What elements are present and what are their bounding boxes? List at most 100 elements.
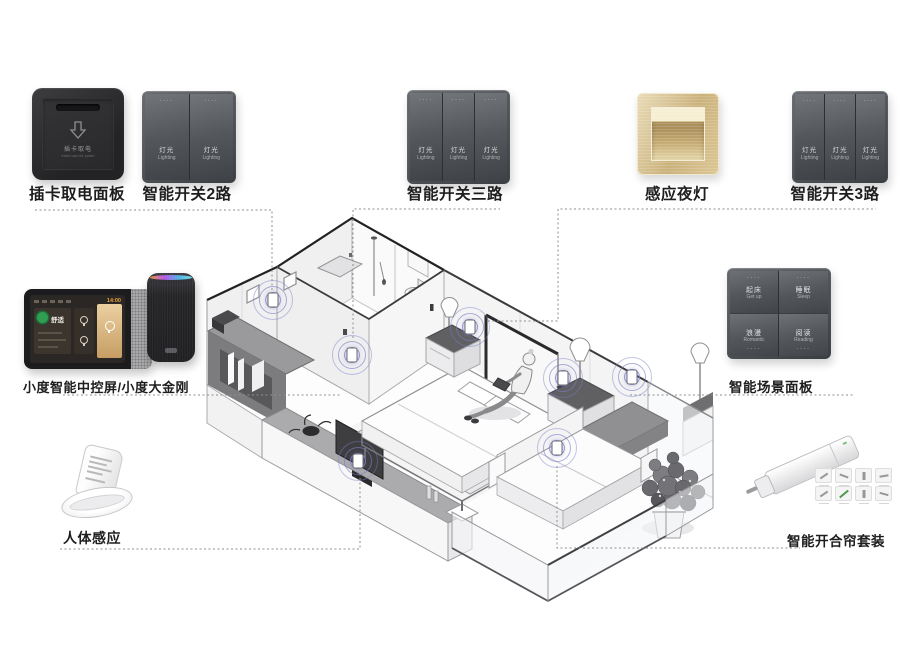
rocker-label-en: Lighting <box>157 155 176 162</box>
indicator-dots: ···· <box>159 98 174 104</box>
rocker-label-zh: 灯光 <box>832 146 848 154</box>
body-motion-sensor <box>56 443 140 528</box>
rocker-label-zh: 灯光 <box>862 146 878 154</box>
smart-switch-3gang-b: ···· 灯光 Lighting ···· 灯光 Lighting ···· 灯… <box>792 91 888 183</box>
accessory-part <box>835 468 852 486</box>
led-ring <box>150 275 192 280</box>
sensor-night-light <box>637 93 719 175</box>
speaker-top <box>149 278 193 287</box>
switch-rocker: ···· 灯光 Lighting <box>825 94 856 180</box>
mode-icon <box>37 312 48 323</box>
scene-label-zh: 阅读 <box>795 329 812 337</box>
indicator-dots: ···· <box>802 98 817 104</box>
smart-switch-3gang-a: ···· 灯光 Lighting ···· 灯光 Lighting ···· 灯… <box>407 90 510 184</box>
night-light-recess <box>651 107 705 161</box>
rocker-label-en: Lighting <box>202 155 220 162</box>
light-controls-card <box>74 308 94 354</box>
person <box>464 348 536 424</box>
switch-rocker: ···· 灯光 Lighting <box>145 94 190 180</box>
speaker-grille <box>131 289 152 369</box>
connector-lines <box>35 208 876 550</box>
card-panel-text-zh: 插卡取电 <box>63 147 92 153</box>
switch-rocker: ···· 灯光 Lighting <box>442 93 476 181</box>
rocker-label-en: Lighting <box>449 155 468 162</box>
card-slot <box>56 104 100 111</box>
indicator-dots: ···· <box>796 346 811 352</box>
smart-scene-panel: ···· 起床 Get up ···· 睡眠 Sleep 浪漫 Romantic… <box>727 268 831 359</box>
scene-label-zh: 浪漫 <box>746 329 762 337</box>
main-light-card <box>97 304 122 358</box>
accessory-part <box>835 486 852 504</box>
balcony-glass <box>451 473 714 602</box>
indicator-dots: ···· <box>418 97 433 103</box>
indicator-dots: ···· <box>832 98 847 104</box>
scene-label-en: Get up <box>746 294 762 301</box>
label-xiaodu: 小度智能中控屏/小度大金刚 <box>22 380 190 395</box>
smart-gadget <box>302 426 320 436</box>
accessory-part <box>855 486 872 504</box>
scene-mode-card: 舒适 <box>34 308 71 354</box>
connector-card-switch2 <box>35 209 273 296</box>
nightstand-left <box>424 297 482 378</box>
curtain-accessories <box>815 468 892 504</box>
connector-body-sensor <box>60 474 361 550</box>
rocker-label-zh: 灯光 <box>802 146 818 154</box>
rocker-label-zh: 灯光 <box>483 147 499 155</box>
scene-button-sleep: ···· 睡眠 Sleep <box>779 271 828 314</box>
scene-label-en: Romantic <box>743 337 765 344</box>
smart-switch-2gang: ···· 灯光 Lighting ···· 灯光 Lighting <box>142 91 236 183</box>
indicator-dots: ···· <box>204 98 219 104</box>
mode-label: 舒适 <box>51 317 64 324</box>
label-switch-3gang-a: 智能开关三路 <box>406 186 504 203</box>
rocker-label-zh: 灯光 <box>203 146 219 154</box>
rocker-label-zh: 灯光 <box>451 147 466 155</box>
indicator-dots: ···· <box>747 275 761 281</box>
connector-curtain <box>556 466 800 549</box>
label-switch-3gang-b: 智能开关3路 <box>790 186 880 203</box>
card-slot-panel: 插卡取电 Insert card for power <box>42 98 114 170</box>
switch-rocker: ···· 灯光 Lighting <box>855 94 885 180</box>
indicator-dots: ···· <box>796 275 811 281</box>
sofa <box>488 406 658 530</box>
label-scene-panel: 智能场景面板 <box>729 380 813 395</box>
card-power-panel: 插卡取电 Insert card for power <box>32 88 124 180</box>
connector-switch3a <box>352 208 500 338</box>
rocker-label-en: Lighting <box>861 155 880 162</box>
control-screen-display: 14:00 舒适 <box>30 295 125 363</box>
switch-rocker: ···· 灯光 Lighting <box>795 94 826 180</box>
switch-rocker: ···· 灯光 Lighting <box>410 93 443 181</box>
rocker-label-zh: 灯光 <box>159 146 175 154</box>
accessory-part <box>875 486 892 504</box>
smart-curtain-kit <box>745 434 894 526</box>
accessory-part <box>815 486 832 504</box>
scene-button-getup: ···· 起床 Get up <box>730 271 779 314</box>
accessory-part <box>855 468 872 486</box>
status-bar-items <box>34 300 74 303</box>
rocker-label-en: Lighting <box>482 155 500 162</box>
scene-button-reading: 阅读 Reading ···· <box>779 313 828 356</box>
label-card-power-panel: 插卡取电面板 <box>28 186 126 203</box>
bulb-icon <box>104 321 115 333</box>
xiaodu-control-screen: 14:00 舒适 <box>24 289 152 369</box>
indicator-dots: ···· <box>484 97 499 103</box>
label-body-sensor: 人体感应 <box>63 530 121 546</box>
switch-rocker: ···· 灯光 Lighting <box>475 93 508 181</box>
indicator-dots: ···· <box>863 98 878 104</box>
accessory-part <box>815 468 832 486</box>
scene-label-zh: 睡眠 <box>795 287 812 295</box>
connector-nightlight-switch3b <box>488 208 876 322</box>
indicator-dots: ···· <box>451 97 466 103</box>
night-light-lamp-face <box>652 108 704 122</box>
label-night-light: 感应夜灯 <box>644 186 710 203</box>
accessory-part <box>875 468 892 486</box>
bathroom <box>276 216 445 405</box>
label-switch-2gang: 智能开关2路 <box>142 186 232 203</box>
xiaodu-smart-speaker <box>147 273 195 362</box>
bulb-icon <box>80 316 88 326</box>
rocker-label-en: Lighting <box>831 155 849 162</box>
scene-label-en: Sleep <box>797 294 810 301</box>
scene-label-zh: 起床 <box>746 287 762 295</box>
scene-label-en: Reading <box>794 337 813 344</box>
